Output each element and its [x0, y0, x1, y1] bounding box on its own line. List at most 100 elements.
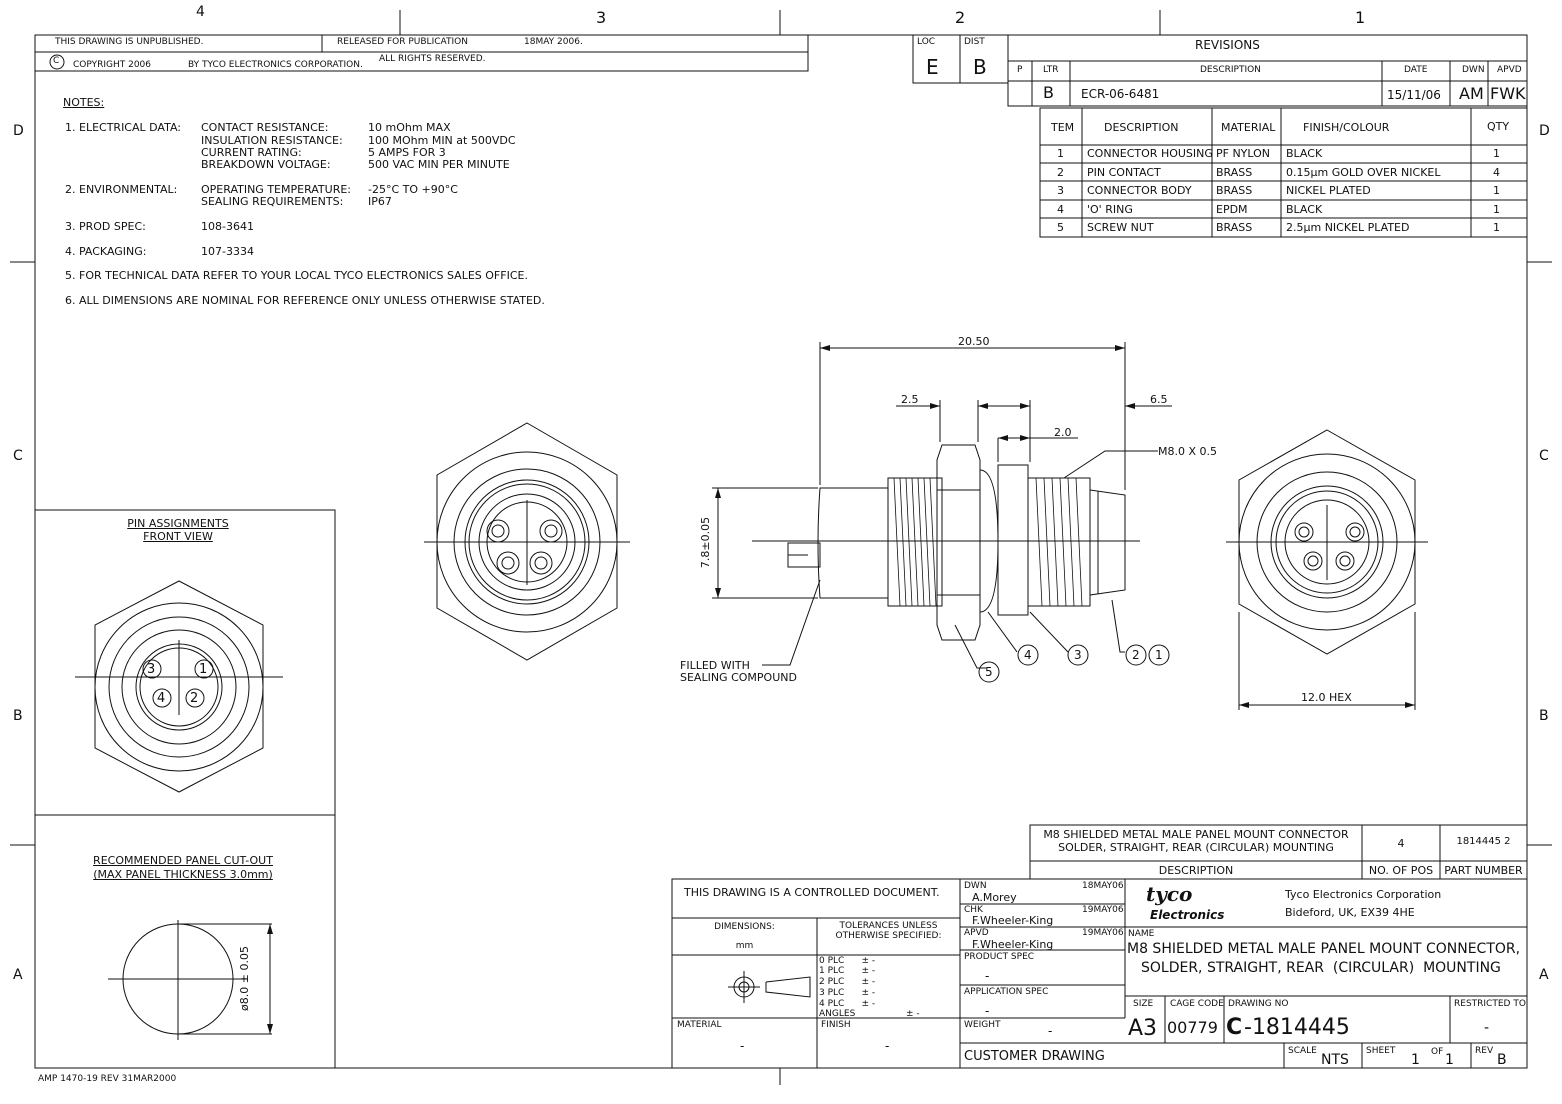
drawing-number: -1814445	[1244, 1015, 1350, 1040]
no-of-pos-label: NO. OF POS	[1368, 864, 1434, 877]
bom-description: PIN CONTACT	[1087, 166, 1161, 179]
filled-with-note-1: FILLED WITH	[680, 659, 750, 672]
chk-date: 19MAY06	[1082, 905, 1124, 915]
electronics-logo: Electronics	[1150, 908, 1225, 922]
bom-finish: NICKEL PLATED	[1286, 184, 1371, 197]
dim-2-5: 2.5	[901, 393, 919, 406]
bom-material: BRASS	[1216, 221, 1253, 234]
tolerance-angles-value: ± -	[906, 1009, 920, 1019]
note-packaging-value: 107-3334	[201, 245, 254, 258]
sheet-value: 1	[1411, 1052, 1420, 1068]
bom-header-material: MATERIAL	[1221, 121, 1276, 134]
zone-row-d-left: D	[13, 123, 24, 139]
bom-material: BRASS	[1216, 184, 1253, 197]
controlled-document-text: THIS DRAWING IS A CONTROLLED DOCUMENT.	[684, 886, 940, 899]
balloon-4: 4	[1024, 648, 1032, 662]
panel-cutout-dimension: ø8.0 ± 0.05	[237, 946, 251, 1011]
note-electrical-key-3: CURRENT RATING:	[201, 146, 302, 159]
dim-thread: M8.0 X 0.5	[1158, 445, 1218, 458]
note-5: 5. FOR TECHNICAL DATA REFER TO YOUR LOCA…	[65, 269, 528, 282]
tolerances-label-2: OTHERWISE SPECIFIED:	[835, 931, 942, 941]
part-number-label: PART NUMBER	[1444, 864, 1523, 877]
restricted-label: RESTRICTED TO	[1454, 999, 1526, 1009]
revisions-title: REVISIONS	[1195, 38, 1260, 52]
zone-col-2: 2	[955, 8, 966, 27]
drawing-no-label: DRAWING NO	[1228, 999, 1289, 1009]
application-spec-label: APPLICATION SPEC	[964, 987, 1049, 997]
company-name: Tyco Electronics Corporation	[1285, 888, 1442, 901]
bom-description: SCREW NUT	[1087, 221, 1154, 234]
tolerances-label-1: TOLERANCES UNLESS	[839, 921, 938, 931]
weight-value: -	[1048, 1024, 1053, 1038]
bom-qty: 1	[1493, 147, 1500, 160]
scale-value: NTS	[1321, 1052, 1349, 1068]
tolerance-2-plc: 2 PLC ± -	[819, 977, 876, 987]
part-description-line-2: SOLDER, STRAIGHT, REAR (CIRCULAR) MOUNTI…	[1058, 841, 1334, 854]
dim-overall: 20.50	[958, 335, 990, 348]
rev-row-description: ECR-06-6481	[1081, 87, 1160, 101]
dimensions-label: DIMENSIONS:	[714, 922, 775, 932]
finish-label: FINISH	[821, 1020, 851, 1030]
note-environmental-value-1: -25°C TO +90°C	[368, 183, 458, 196]
loc-label: LOC	[917, 37, 936, 47]
zone-row-b-right: B	[1539, 708, 1549, 724]
bom-item: 3	[1057, 184, 1064, 197]
bom-finish: 2.5µm NICKEL PLATED	[1286, 221, 1410, 234]
note-electrical-value-3: 5 AMPS FOR 3	[368, 146, 446, 159]
pin-label-3: 3	[147, 662, 156, 677]
cage-code-label: CAGE CODE	[1170, 999, 1224, 1009]
product-spec-label: PRODUCT SPEC	[964, 952, 1035, 962]
pin-assignments-title: PIN ASSIGNMENTS	[127, 517, 229, 530]
balloon-1: 1	[1155, 648, 1163, 662]
release-date: 18MAY 2006.	[524, 37, 583, 47]
bom-finish: BLACK	[1286, 147, 1323, 160]
dim-hex: 12.0 HEX	[1301, 691, 1352, 704]
rev-header-dwn: DWN	[1462, 65, 1485, 75]
bom-header-item: TEM	[1051, 121, 1075, 134]
zone-row-c-left: C	[13, 448, 23, 464]
rev-value: B	[1497, 1052, 1507, 1068]
pin-label-1: 1	[199, 662, 208, 677]
bom-finish: 0.15µm GOLD OVER NICKEL	[1286, 166, 1441, 179]
rev-header-apvd: APVD	[1497, 65, 1522, 75]
bom-material: PF NYLON	[1216, 147, 1271, 160]
bom-item: 2	[1057, 166, 1064, 179]
bom-finish: BLACK	[1286, 203, 1323, 216]
apvd-name: F.Wheeler-King	[972, 938, 1054, 951]
note-environmental-key-2: SEALING REQUIREMENTS:	[201, 195, 344, 208]
dim-2-0: 2.0	[1054, 426, 1072, 439]
note-packaging-label: 4. PACKAGING:	[65, 245, 147, 258]
tolerance-3-plc: 3 PLC ± -	[819, 988, 876, 998]
note-environmental-label: 2. ENVIRONMENTAL:	[65, 183, 178, 196]
zone-row-c-right: C	[1539, 448, 1549, 464]
notes-title: NOTES:	[63, 96, 105, 109]
dist-value: B	[973, 55, 987, 79]
name-label: NAME	[1128, 929, 1155, 939]
bom-header-description: DESCRIPTION	[1104, 121, 1179, 134]
weight-label: WEIGHT	[964, 1020, 1001, 1030]
of-label: OF	[1431, 1047, 1444, 1057]
size-label: SIZE	[1133, 999, 1154, 1009]
size-value: A3	[1128, 1016, 1158, 1041]
dimensions-unit: mm	[735, 941, 754, 951]
rev-row-date: 15/11/06	[1387, 88, 1441, 102]
bom-qty: 1	[1493, 184, 1500, 197]
dwn-name: A.Morey	[972, 891, 1017, 904]
tolerance-0-plc: 0 PLC ± -	[819, 956, 876, 966]
tyco-logo: tyco	[1146, 882, 1193, 906]
note-electrical-key-4: BREAKDOWN VOLTAGE:	[201, 158, 331, 171]
dwn-label: DWN	[964, 881, 987, 891]
drawing-size-prefix: C	[1226, 1015, 1243, 1040]
rev-label: REV	[1475, 1046, 1494, 1056]
zone-col-4: 4	[196, 4, 205, 20]
rights-text: ALL RIGHTS RESERVED.	[379, 54, 486, 64]
zone-row-b-left: B	[13, 708, 23, 724]
panel-cutout-subtitle: (MAX PANEL THICKNESS 3.0mm)	[93, 868, 273, 881]
apvd-date: 19MAY06	[1082, 928, 1124, 938]
finish-value: -	[885, 1039, 890, 1053]
bom-material: EPDM	[1216, 203, 1248, 216]
copyright-symbol: C	[53, 56, 60, 66]
tolerance-1-plc: 1 PLC ± -	[819, 966, 876, 976]
zone-col-1: 1	[1355, 8, 1366, 27]
rev-row-apvd: FWK	[1490, 84, 1526, 103]
